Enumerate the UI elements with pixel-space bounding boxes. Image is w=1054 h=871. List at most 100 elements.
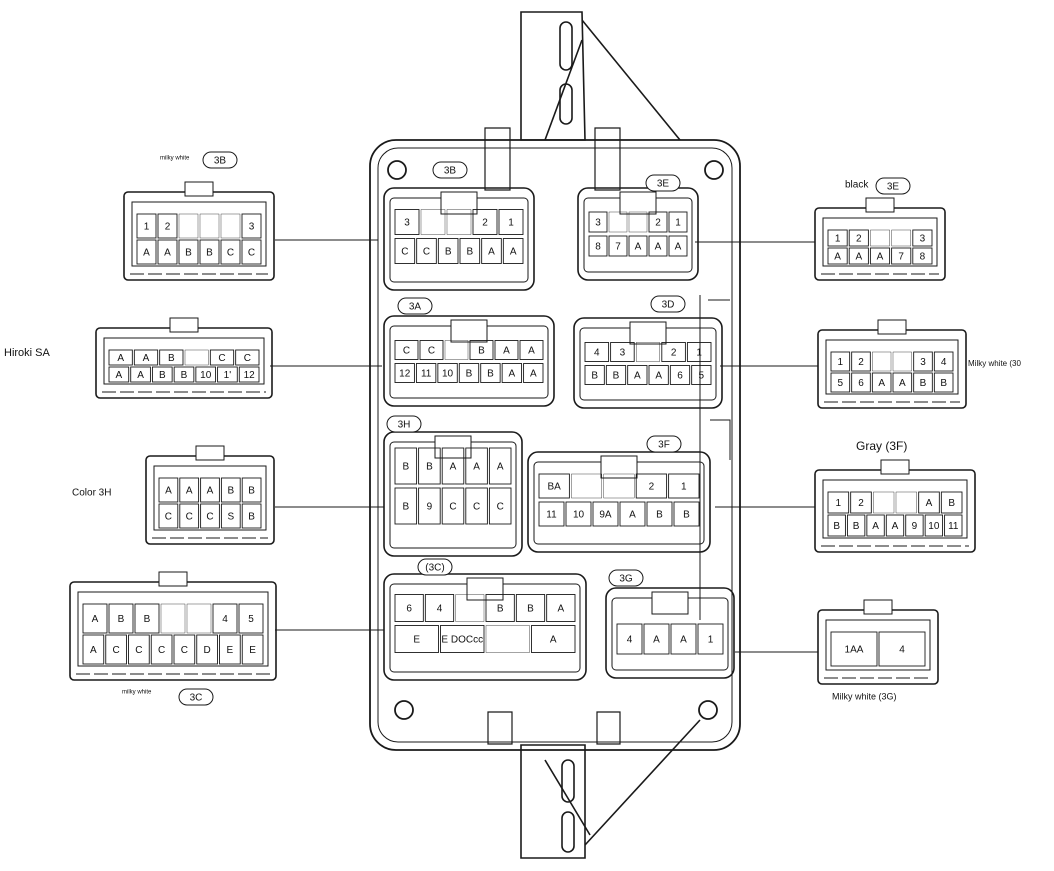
- pin-label: 9: [427, 502, 433, 513]
- plug-pin-cell: [184, 349, 209, 366]
- pin-label: A: [655, 242, 662, 253]
- plug-pin-cell: [944, 514, 963, 537]
- plug-pin-cell: [827, 491, 850, 514]
- mount-hole-top-right: [704, 160, 724, 180]
- pin-label: B: [402, 502, 409, 513]
- plug-pin-cell: [220, 477, 241, 503]
- pin-label: 6: [406, 604, 412, 615]
- pin-label: 2: [482, 218, 488, 229]
- pin-cell: [418, 487, 441, 525]
- plug-pin-label: 3: [920, 357, 926, 368]
- pin-label: A: [488, 247, 495, 258]
- pin-cell: [394, 363, 415, 383]
- socket-tag: 3B: [444, 166, 457, 177]
- plug-face: [153, 465, 267, 531]
- pin-label: A: [510, 247, 517, 258]
- plug-pin-label: B: [227, 486, 234, 497]
- pin-label: 4: [627, 635, 633, 646]
- pin-cell: [588, 235, 608, 257]
- plug-pin-label: 3: [920, 234, 926, 245]
- plug-pin-cell: [158, 477, 179, 503]
- pin-cell: [480, 363, 501, 383]
- pin-cell: [498, 209, 524, 235]
- plug-pin-cell: [136, 213, 157, 239]
- pin-cell: [440, 625, 485, 653]
- plug-pin-label: A: [164, 248, 171, 259]
- plug-pin-cell: [220, 213, 241, 239]
- pin-label: 3: [404, 218, 410, 229]
- plug-pin-cell: [850, 491, 872, 514]
- pin-label: 1: [708, 635, 714, 646]
- plug-tag-pill: [202, 151, 238, 169]
- pin-label: B: [527, 604, 534, 615]
- pin-cell: [394, 487, 418, 525]
- plug-pin-label: 2: [858, 498, 864, 509]
- plug-pin-cell: [851, 372, 871, 393]
- socket-outline: [577, 187, 699, 281]
- plug-lock-tab: [184, 181, 214, 197]
- pin-cell: [619, 501, 646, 527]
- pin-cell: [394, 625, 439, 653]
- plug-pin-label: B: [206, 248, 213, 259]
- plug-pin-label: 5: [248, 614, 254, 625]
- pin-label: A: [653, 635, 660, 646]
- plug-shell: [817, 609, 939, 685]
- pin-label: B: [426, 462, 433, 473]
- pin-label: 2: [671, 348, 677, 359]
- pin-cell: [444, 340, 469, 360]
- plug-pin-cell: [238, 366, 260, 383]
- plug-pin-cell: [108, 603, 134, 634]
- plug-pin-cell: [219, 634, 241, 665]
- pin-cell: [538, 501, 565, 527]
- plug-pin-label: A: [143, 248, 150, 259]
- pin-label: E: [413, 635, 420, 646]
- pin-label: 9A: [599, 510, 612, 521]
- pin-cell: [627, 365, 648, 385]
- plug-pin-cell: [913, 351, 933, 372]
- socket-tag-pill: [646, 435, 682, 453]
- pin-label: A: [629, 510, 636, 521]
- plug-pin-label: C: [248, 248, 255, 259]
- plug-pin-cell: [179, 477, 200, 503]
- pin-label: A: [497, 462, 504, 473]
- pin-label: B: [497, 604, 504, 615]
- plug-pin-cell: [220, 239, 241, 265]
- plug-pin-label: A: [92, 614, 99, 625]
- plug-pin-label: B: [940, 378, 947, 389]
- pin-label: 3: [595, 218, 601, 229]
- pin-cell: [419, 340, 444, 360]
- pin-label: B: [402, 462, 409, 473]
- mount-hole-bottom-left: [394, 700, 414, 720]
- plug-label: milky white: [160, 156, 190, 162]
- pin-cell: [673, 501, 700, 527]
- plug-pin-label: E: [227, 645, 234, 656]
- pin-label: 4: [594, 348, 600, 359]
- plug-pin-label: 1': [224, 370, 232, 381]
- plug-tag-pill: [875, 177, 911, 195]
- plug-pin-cell: [186, 603, 212, 634]
- pin-cell: [394, 447, 418, 485]
- plug-pin-cell: [108, 349, 133, 366]
- plug-pin-cell: [82, 634, 105, 665]
- pin-label: A: [675, 242, 682, 253]
- plug-pin-label: C: [135, 645, 142, 656]
- pin-cell: [424, 594, 455, 622]
- pin-cell: [437, 363, 458, 383]
- pin-label: B: [591, 371, 598, 382]
- socket-tag-pill: [645, 174, 681, 192]
- plug-pin-cell: [891, 247, 912, 265]
- plug-pin-label: C: [165, 512, 172, 523]
- plug-label: Milky white (3G): [832, 691, 897, 701]
- pin-cell: [605, 365, 627, 385]
- pin-cell: [469, 340, 494, 360]
- leader-lines: [270, 239, 818, 653]
- plug-pin-cell: [870, 229, 890, 247]
- pin-label: B: [683, 510, 690, 521]
- pin-cell: [643, 623, 670, 655]
- pin-label: A: [634, 371, 641, 382]
- plug-shell: [123, 191, 275, 281]
